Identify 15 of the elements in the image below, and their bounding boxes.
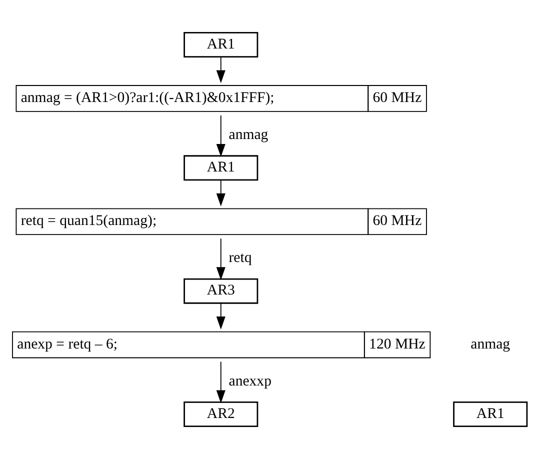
node-box: AR1	[184, 32, 258, 57]
arrow	[216, 179, 226, 206]
node-box: AR2	[184, 401, 258, 426]
edge-label: retq	[228, 250, 252, 266]
arrow	[216, 360, 226, 403]
arrow	[216, 114, 226, 156]
arrow	[216, 56, 226, 83]
node-box: AR3	[184, 278, 258, 304]
arrow	[216, 302, 226, 330]
edge-label: anexxp	[228, 372, 272, 389]
edge-label: anmag	[228, 126, 268, 143]
arrow	[216, 238, 226, 280]
node-box: AR1	[453, 401, 528, 426]
node-box: AR1	[184, 154, 258, 180]
node-label: anmag	[470, 336, 510, 352]
